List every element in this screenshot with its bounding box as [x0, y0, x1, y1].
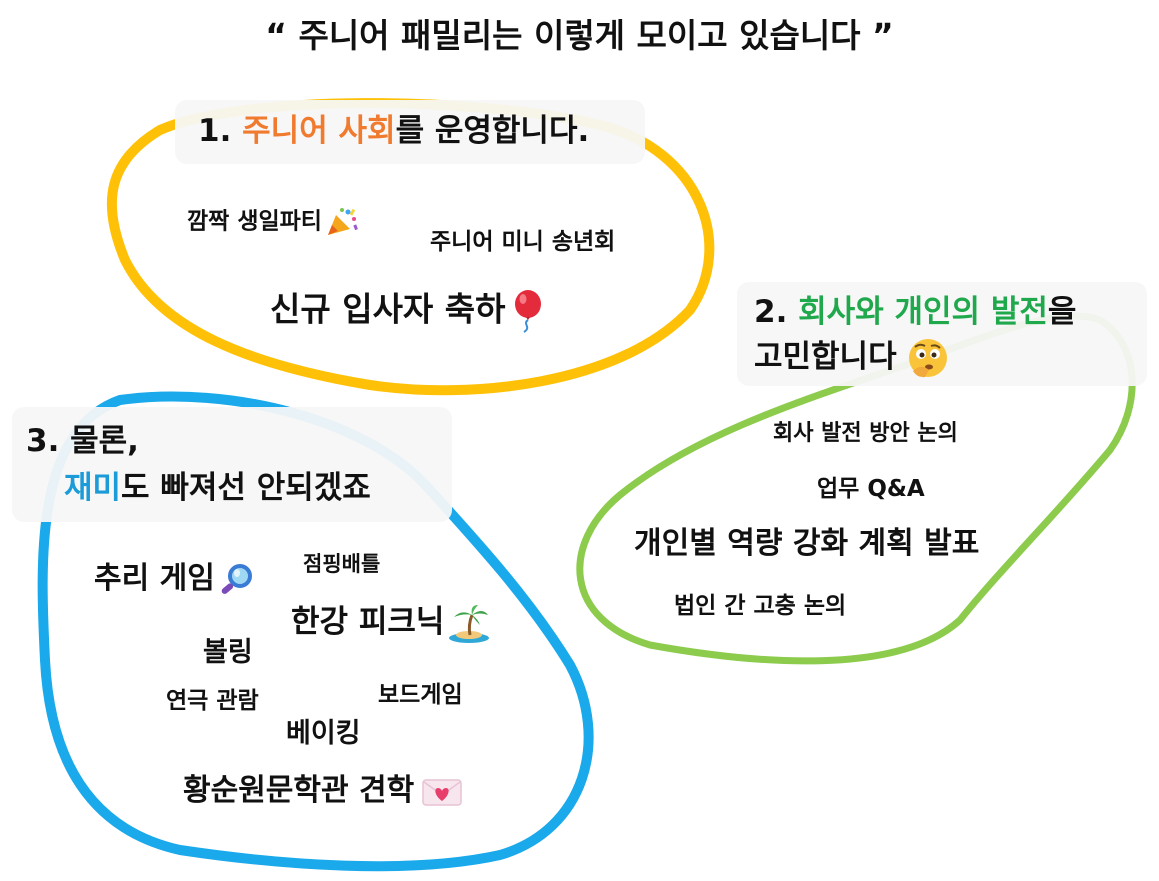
group-3-heading-box — [12, 407, 452, 522]
item-label: 추리 게임 — [94, 561, 215, 596]
item-company-growth-discussion: 회사 발전 방안 논의 — [773, 421, 958, 446]
group-2-accent: 회사와 개인의 발전 — [798, 294, 1048, 330]
item-new-hire-celebration: 신규 입사자 축하 — [270, 289, 544, 333]
item-interentity-issues: 법인 간 고충 논의 — [674, 593, 847, 619]
item-personal-capability-plan: 개인별 역량 강화 계획 발표 — [634, 526, 980, 561]
group-2-heading-line2: 고민합니다 — [754, 338, 897, 375]
item-literature-museum-visit: 황순원문학관 견학 — [183, 773, 462, 809]
item-junior-mini-yearend: 주니어 미니 송년회 — [430, 229, 616, 255]
group-3-heading-line1: 3. 물론, — [26, 423, 139, 459]
group-1-accent: 주니어 사회 — [242, 113, 396, 149]
balloon-icon — [510, 289, 544, 333]
party-popper-icon — [326, 207, 358, 237]
group-3-heading-rest: 도 빠져선 안되겠죠 — [121, 469, 371, 506]
group-2-number: 2. — [754, 294, 788, 330]
group-2-heading: 2. 회사와 개인의 발전을 고민합니다 — [754, 290, 1076, 380]
item-bowling: 볼링 — [203, 637, 253, 668]
desert-island-icon — [448, 604, 490, 643]
item-board-game: 보드게임 — [378, 682, 463, 708]
magnifying-glass-icon — [219, 563, 255, 597]
item-label: 깜짝 생일파티 — [187, 208, 322, 235]
group-1-heading: 1. 주니어 사회를 운영합니다. — [198, 113, 589, 150]
item-mystery-game: 추리 게임 — [94, 561, 255, 597]
item-work-qa: 업무 Q&A — [817, 476, 925, 502]
item-jumping-battle: 점핑배틀 — [303, 552, 381, 576]
item-label: 신규 입사자 축하 — [270, 289, 506, 329]
group-3-heading: 3. 물론, 재미도 빠져선 안되겠죠 — [26, 418, 371, 511]
group-3-accent-wrap: 재미 — [64, 470, 121, 506]
item-surprise-birthday: 깜짝 생일파티 — [187, 207, 358, 237]
page-title: “ 주니어 패밀리는 이렇게 모이고 있습니다 ” — [265, 16, 894, 55]
item-label: 한강 피크닉 — [291, 604, 445, 640]
item-hangang-picnic: 한강 피크닉 — [291, 604, 490, 643]
item-baking: 베이킹 — [286, 718, 361, 749]
group-1-number: 1. — [198, 113, 232, 149]
item-label: 황순원문학관 견학 — [183, 773, 415, 808]
group-3-accent: 재미 — [64, 469, 122, 506]
thinking-face-icon — [907, 337, 949, 379]
love-letter-icon — [422, 777, 462, 807]
group-1-heading-box — [175, 100, 645, 164]
item-theater-viewing: 연극 관람 — [166, 688, 259, 714]
group-2-heading-rest: 을 — [1047, 294, 1077, 330]
group-1-heading-rest: 를 운영합니다. — [395, 113, 590, 149]
